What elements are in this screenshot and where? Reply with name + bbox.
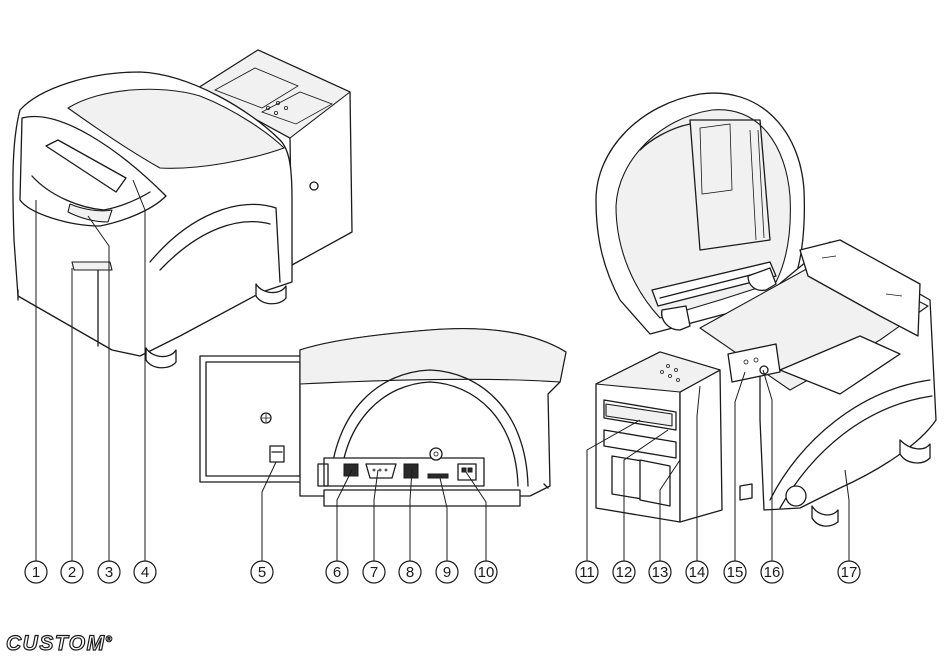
callout-number: 9: [443, 564, 451, 581]
callout-number: 11: [579, 564, 595, 581]
callout-number: 17: [841, 564, 858, 581]
custom-brand-logo: CUSTOM®: [6, 632, 114, 656]
callout-number: 7: [370, 564, 378, 581]
callout-number: 13: [652, 564, 669, 581]
callout-number: 10: [478, 564, 495, 581]
brand-registered-mark: ®: [106, 634, 114, 644]
printer-open-view: [596, 93, 936, 526]
callout-number: 1: [32, 564, 40, 581]
callout-number: 15: [727, 564, 744, 581]
callout-number: 6: [333, 564, 341, 581]
callout-number: 3: [105, 564, 113, 581]
callout-leader-line: [735, 372, 745, 561]
callout-number: 14: [689, 564, 706, 581]
printer-front-view: [13, 50, 352, 368]
callout-number: 8: [406, 564, 414, 581]
printer-rear-view: [200, 329, 566, 506]
brand-name: CUSTOM: [6, 632, 106, 655]
callout-number: 12: [616, 564, 633, 581]
callout-number: 16: [764, 564, 781, 581]
callout-15: 15: [724, 372, 746, 583]
callout-number: 2: [68, 564, 76, 581]
callout-number: 4: [141, 564, 149, 581]
callout-number: 5: [258, 564, 266, 581]
